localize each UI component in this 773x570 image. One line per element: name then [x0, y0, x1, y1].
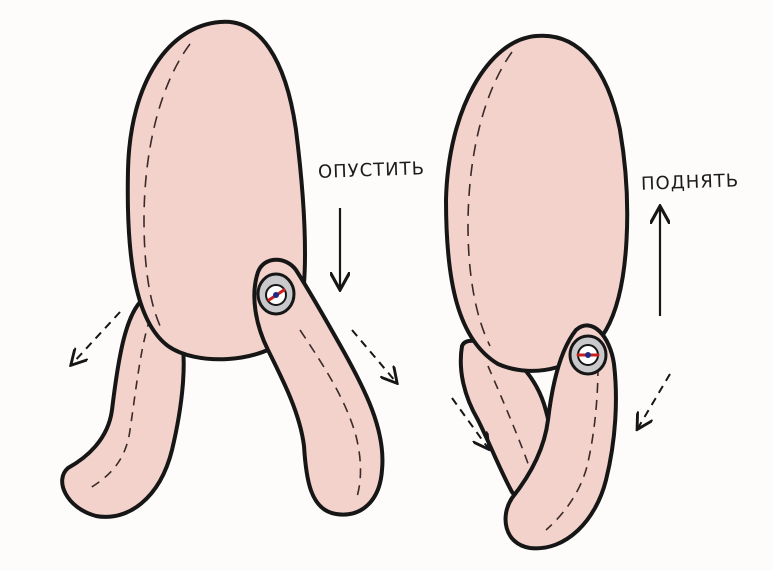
left-figure-back-leg-direction-arrow [72, 312, 120, 364]
raise-label: ПОДНЯТЬ [641, 170, 740, 194]
figure-raise [446, 36, 670, 549]
right-figure-joint [570, 336, 606, 374]
left-figure-joint [258, 274, 294, 314]
right-figure-body [446, 36, 627, 371]
lower-label: ОПУСТИТЬ [318, 158, 426, 183]
left-figure-front-leg-direction-arrow [352, 330, 396, 382]
right-figure-front-leg-direction-arrow [638, 374, 670, 428]
figure-lower [62, 22, 396, 517]
